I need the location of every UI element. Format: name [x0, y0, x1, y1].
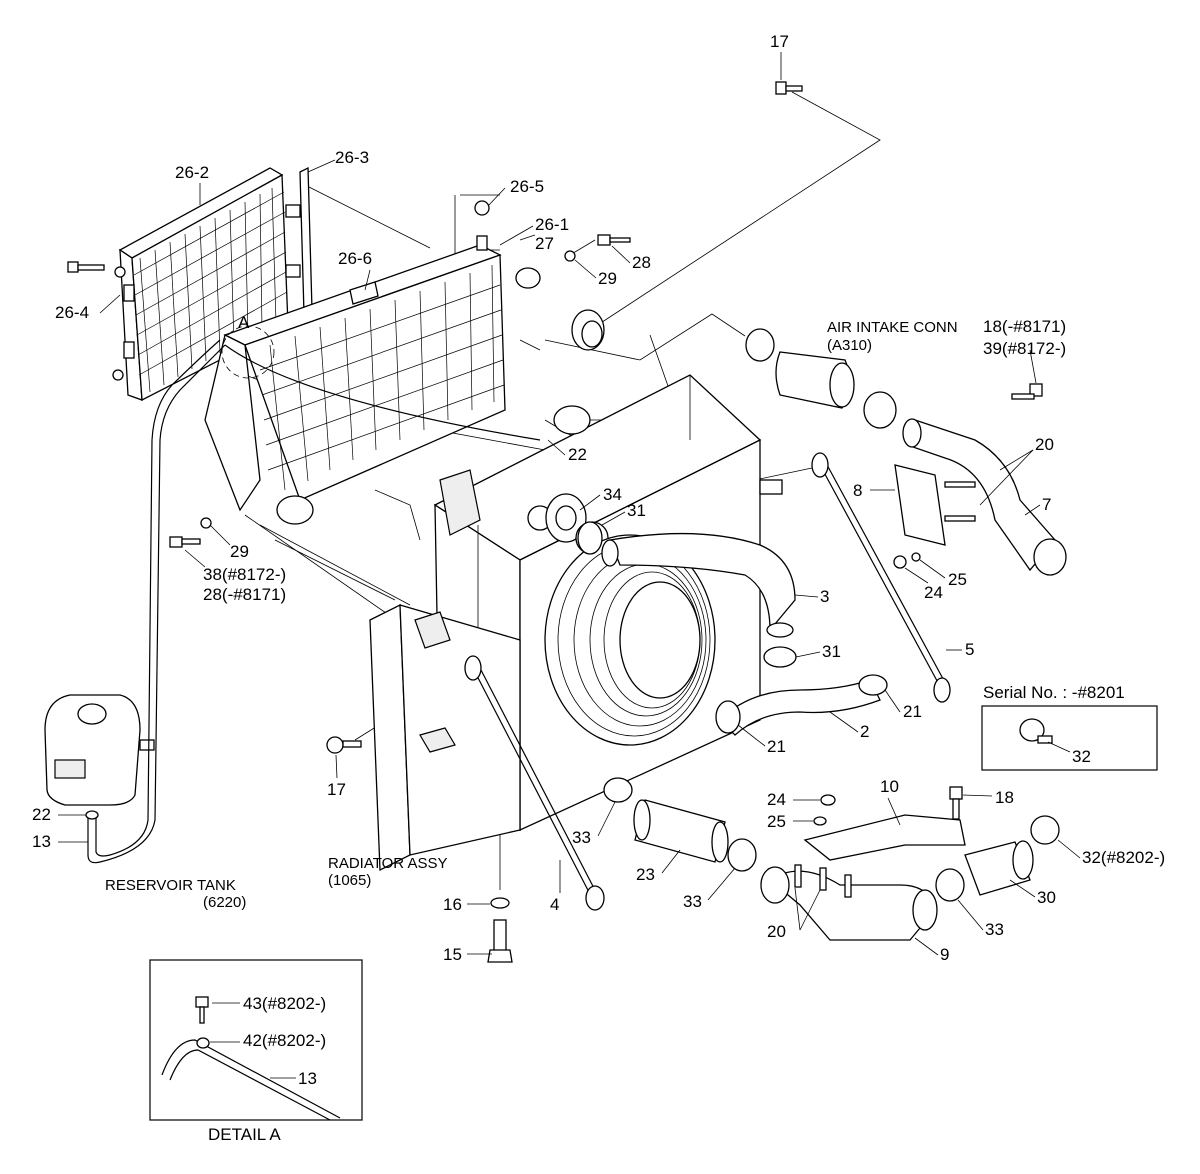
callout-31-top: 31: [627, 501, 646, 520]
clamp-31-top: [577, 521, 603, 555]
callout-16: 16: [443, 895, 462, 914]
nut-24-bottom: [820, 794, 836, 806]
callout-43: 43(#8202-): [243, 994, 326, 1013]
callout-4: 4: [550, 895, 559, 914]
callout-34: 34: [603, 485, 622, 504]
callout-8: 8: [853, 481, 862, 500]
callout-13-detail: 13: [298, 1069, 317, 1088]
rod-5: [811, 452, 951, 703]
callout-15: 15: [443, 945, 462, 964]
callout-39-8172: 39(#8172-): [983, 339, 1066, 358]
small-bolts: [169, 81, 803, 548]
callout-27: 27: [535, 234, 554, 253]
detail-a-title: DETAIL A: [208, 1125, 281, 1144]
callout-9: 9: [940, 945, 949, 964]
callout-38-8172: 38(#8172-): [203, 565, 286, 584]
callout-33-c: 33: [985, 920, 1004, 939]
washer-25-right: [911, 552, 921, 562]
callout-24-bottom: 24: [767, 790, 786, 809]
pipe-9: [760, 864, 938, 941]
detail-a-inset: 43(#8202-) 42(#8202-) 13 DETAIL A: [149, 959, 363, 1144]
callout-25-right: 25: [948, 570, 967, 589]
callout-30: 30: [1037, 888, 1056, 907]
hose-23: [603, 777, 757, 872]
callout-22-mid: 22: [568, 445, 587, 464]
callout-33-a: 33: [572, 828, 591, 847]
callout-18-bottom: 18: [995, 788, 1014, 807]
washer-25-bottom: [813, 816, 827, 826]
callout-32: 32: [1072, 747, 1091, 766]
vent-line: [224, 344, 541, 441]
hose-13-inner: [95, 339, 221, 857]
label-air-intake: AIR INTAKE CONN: [827, 319, 958, 336]
callout-32-8202: 32(#8202-): [1082, 848, 1165, 867]
callout-26-1: 26-1: [535, 215, 569, 234]
callout-leaders: [58, 52, 1081, 956]
label-reservoir: RESERVOIR TANK: [105, 877, 236, 894]
bracket-26-3: [285, 166, 313, 316]
callout-26-5: 26-5: [510, 177, 544, 196]
callout-28-8171: 28(-#8171): [203, 585, 286, 604]
nut-24-right: [893, 555, 907, 569]
callout-21-left: 21: [767, 737, 786, 756]
serial-title: Serial No. : -#8201: [983, 683, 1125, 702]
bolt-39: [1011, 383, 1043, 400]
callout-22-left: 22: [32, 805, 51, 824]
hose-30: [935, 815, 1060, 902]
serial-inset: Serial No. : -#8201 32: [981, 683, 1158, 771]
callout-7: 7: [1042, 495, 1051, 514]
rod-4: [464, 655, 605, 911]
callout-17-top: 17: [770, 32, 789, 51]
bolt-26-4: [67, 261, 105, 273]
hose-upper: [571, 309, 605, 351]
callout-26-3: 26-3: [335, 148, 369, 167]
bolt-18-bottom: [949, 786, 963, 820]
callout-29-left: 29: [230, 542, 249, 561]
bolt-15: [487, 897, 513, 963]
callout-17-left: 17: [327, 780, 346, 799]
bracket-10: [803, 814, 966, 861]
hose-13: [87, 344, 226, 864]
air-intake: [745, 328, 897, 429]
hose-2: [715, 674, 888, 736]
label-radiator: RADIATOR ASSY: [328, 855, 447, 872]
callout-26-6: 26-6: [338, 249, 372, 268]
callout-42: 42(#8202-): [243, 1031, 326, 1050]
callout-29-top: 29: [598, 269, 617, 288]
callout-20-bottom: 20: [767, 922, 786, 941]
label-air-intake-code: (A310): [827, 337, 872, 354]
bracket-8: [894, 464, 976, 546]
callout-33-b: 33: [683, 892, 702, 911]
callout-20-right: 20: [1035, 435, 1054, 454]
callout-26-4: 26-4: [55, 303, 89, 322]
callout-18-8171: 18(-#8171): [983, 317, 1066, 336]
aftercooler-26-1: [204, 235, 541, 525]
hose-3: [601, 532, 796, 638]
callout-23: 23: [636, 865, 655, 884]
callout-2: 2: [860, 722, 869, 741]
callout-21-right: 21: [903, 702, 922, 721]
label-reservoir-code: (6220): [203, 894, 246, 911]
callout-25-bottom: 25: [767, 812, 786, 831]
callout-13-left: 13: [32, 832, 51, 851]
callout-28-top: 28: [632, 253, 651, 272]
clamp-31: [763, 646, 797, 668]
reservoir-tank: [44, 694, 155, 806]
clamp-22-left: [85, 810, 99, 820]
detail-a-marker: [221, 325, 275, 379]
pipe-7: [902, 418, 1067, 576]
label-radiator-code: (1065): [328, 872, 371, 889]
callout-a: A: [238, 313, 250, 332]
callout-10: 10: [880, 777, 899, 796]
callout-5: 5: [965, 640, 974, 659]
fan-shroud: [544, 534, 716, 746]
bolt-17-left: [326, 736, 362, 754]
callout-26-2: 26-2: [175, 163, 209, 182]
callout-31-mid: 31: [822, 642, 841, 661]
side-shroud: [369, 603, 521, 872]
callout-3: 3: [820, 587, 829, 606]
callout-24-right: 24: [924, 583, 943, 602]
